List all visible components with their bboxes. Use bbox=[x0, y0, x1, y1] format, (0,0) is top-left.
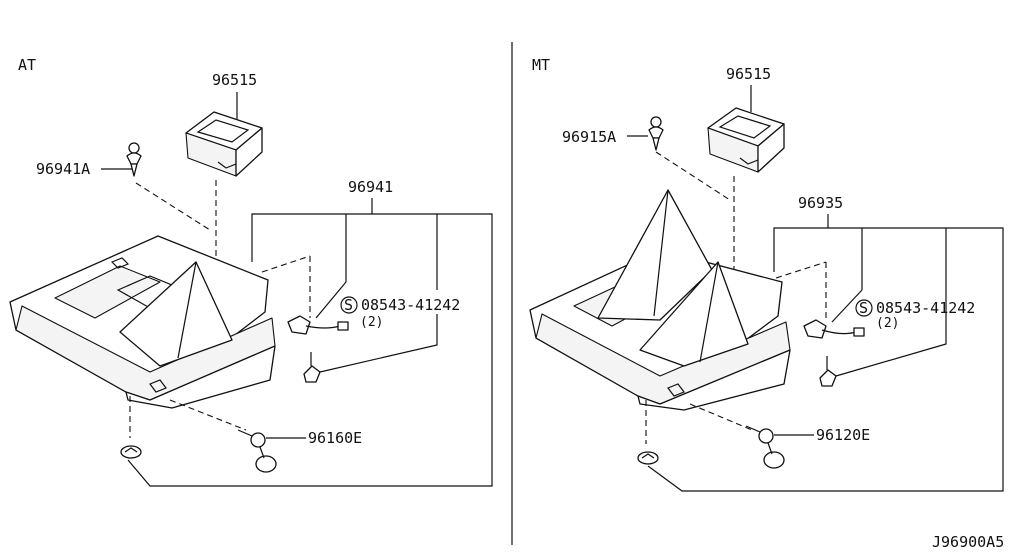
at-section-label: AT bbox=[18, 56, 36, 74]
at-bulb-part bbox=[237, 429, 277, 473]
at-label-screw-code[interactable]: 08543-41242 bbox=[361, 296, 460, 314]
mt-label-96915a[interactable]: 96915A bbox=[562, 128, 616, 146]
at-washer-part bbox=[120, 445, 142, 459]
mt-screw-symbol: S bbox=[859, 299, 868, 317]
at-label-96160e[interactable]: 96160E bbox=[308, 429, 362, 447]
at-label-96515[interactable]: 96515 bbox=[212, 71, 257, 89]
diagram-code: J96900A5 bbox=[932, 533, 1004, 551]
mt-socket-part bbox=[803, 319, 865, 339]
at-section: AT 96515 96941A 96941 bbox=[9, 56, 493, 487]
mt-washer-part bbox=[637, 451, 659, 465]
at-label-96941a[interactable]: 96941A bbox=[36, 160, 90, 178]
at-label-96941[interactable]: 96941 bbox=[348, 178, 393, 196]
mt-console-part bbox=[529, 189, 791, 411]
at-ashtray-part bbox=[185, 111, 263, 177]
mt-screw-part bbox=[819, 356, 837, 387]
mt-label-screw-qty: (2) bbox=[876, 316, 899, 331]
at-clip-part bbox=[126, 142, 142, 177]
at-console-part bbox=[9, 235, 276, 409]
mt-label-screw-code[interactable]: 08543-41242 bbox=[876, 299, 975, 317]
mt-label-96515[interactable]: 96515 bbox=[726, 65, 771, 83]
mt-section-label: MT bbox=[532, 56, 550, 74]
mt-clip-part bbox=[648, 116, 664, 151]
mt-bulb-part bbox=[745, 425, 785, 469]
at-socket-part bbox=[287, 315, 349, 335]
at-screw-symbol: S bbox=[344, 296, 353, 314]
mt-section: MT 96515 96915A 96935 bbox=[529, 56, 1004, 492]
at-label-screw-qty: (2) bbox=[360, 315, 383, 330]
mt-label-96935[interactable]: 96935 bbox=[798, 194, 843, 212]
mt-label-96120e[interactable]: 96120E bbox=[816, 426, 870, 444]
mt-ashtray-part bbox=[707, 107, 785, 173]
at-screw-part bbox=[303, 352, 321, 383]
